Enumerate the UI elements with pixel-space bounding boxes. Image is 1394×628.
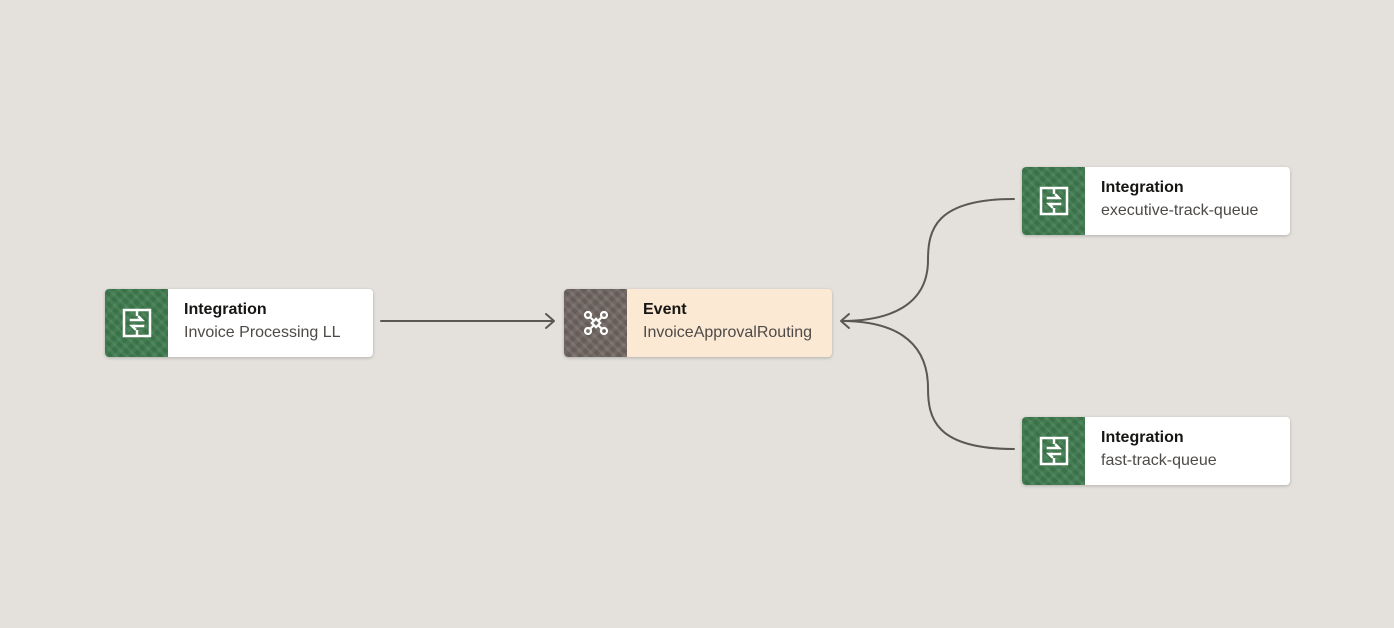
edge-fast-track-to-event <box>841 320 1015 450</box>
integration-icon <box>122 308 151 338</box>
node-tile <box>1022 167 1085 235</box>
node-integration-executive-track[interactable]: Integration executive-track-queue <box>1022 167 1290 235</box>
node-type-label: Event <box>643 301 687 318</box>
edge-executive-track-to-event <box>841 198 1015 322</box>
node-integration-fast-track[interactable]: Integration fast-track-queue <box>1022 417 1290 485</box>
integration-icon <box>1039 186 1068 216</box>
node-type-label: Integration <box>184 301 267 318</box>
node-name-label: executive-track-queue <box>1101 202 1259 219</box>
integration-icon <box>1039 436 1068 466</box>
node-integration-invoice-processing[interactable]: Integration Invoice Processing LL <box>105 289 373 357</box>
event-hub-icon <box>583 310 608 336</box>
node-tile <box>1022 417 1085 485</box>
edge-arrowhead-event-left <box>545 313 555 329</box>
node-name-label: Invoice Processing LL <box>184 324 341 341</box>
node-type-label: Integration <box>1101 429 1184 446</box>
node-name-label: InvoiceApprovalRouting <box>643 324 812 341</box>
node-type-label: Integration <box>1101 179 1184 196</box>
edge-arrowhead-event-right <box>840 313 850 329</box>
node-tile <box>564 289 627 357</box>
node-event-invoice-approval-routing[interactable]: Event InvoiceApprovalRouting <box>564 289 832 357</box>
node-name-label: fast-track-queue <box>1101 452 1217 469</box>
node-tile <box>105 289 168 357</box>
